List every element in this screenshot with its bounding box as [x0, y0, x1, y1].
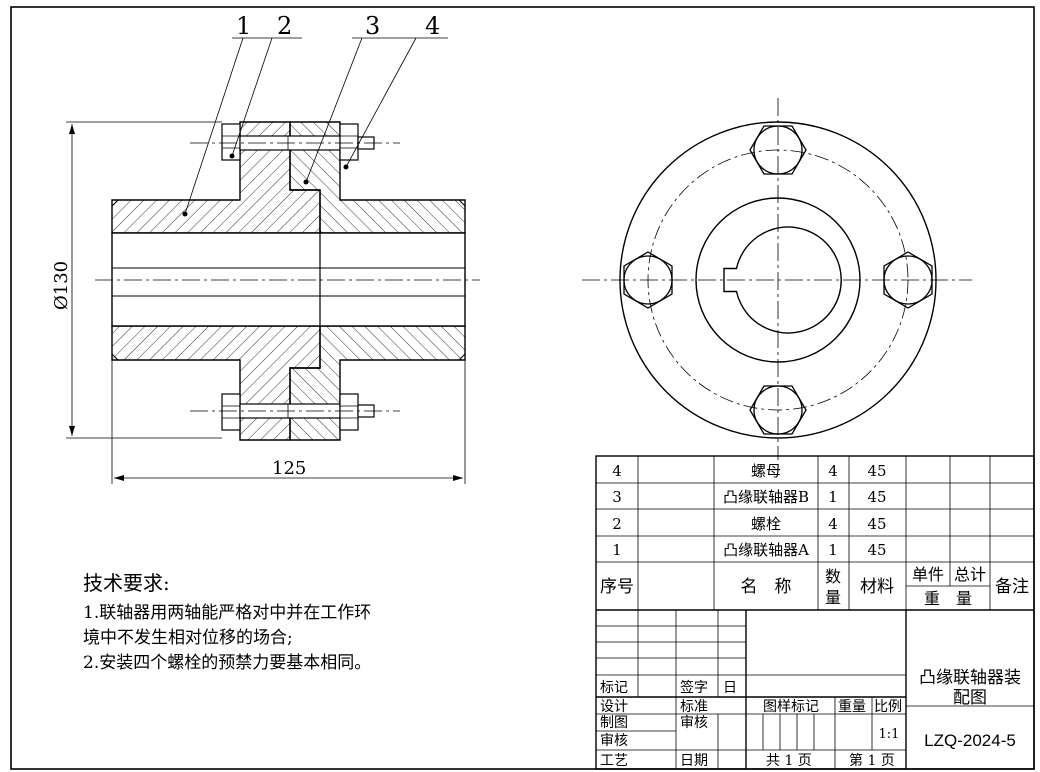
bom-row-4-material: 45 — [867, 541, 886, 559]
dimension-length — [111, 360, 466, 484]
side-view — [582, 98, 972, 460]
bom-row-1-qty: 4 — [828, 462, 838, 480]
tb-weight: 重量 — [838, 699, 866, 715]
bom-row-2-qty: 1 — [828, 488, 838, 506]
technical-requirements: 技术要求: 1.联轴器用两轴能严格对中并在工作环 境中不发生相对位移的场合; 2… — [83, 571, 371, 673]
tech-line-2: 境中不发生相对位移的场合; — [83, 628, 293, 648]
shaft-bore — [111, 232, 466, 327]
bom-header-qty-2: 量 — [825, 588, 841, 607]
tb-draw: 制图 — [600, 715, 628, 731]
tb-mark: 标记 — [600, 680, 628, 696]
nut-left — [623, 251, 673, 309]
balloon-2: 2 — [277, 12, 292, 40]
tb-review: 审核 — [680, 715, 708, 731]
tb-sample-mark: 图样标记 — [763, 699, 819, 715]
bom-row-3-material: 45 — [867, 515, 886, 533]
bom-row-4-no: 1 — [612, 541, 622, 559]
bom-header-weight: 重 量 — [924, 589, 972, 608]
bom-row-4-qty: 1 — [828, 541, 838, 559]
tb-drawing-no: LZQ-2024-5 — [924, 731, 1016, 750]
bom-header-remark: 备注 — [995, 577, 1029, 597]
tb-design: 设计 — [600, 699, 628, 715]
tb-day: 日 — [723, 680, 737, 696]
tb-sheets-total: 共 1 页 — [766, 753, 812, 769]
tb-review2: 审核 — [600, 733, 628, 749]
dimension-diameter — [66, 121, 222, 439]
tech-line-3: 2.安装四个螺栓的预禁力要基本相同。 — [83, 653, 371, 673]
balloon-4: 4 — [425, 12, 440, 40]
parts-list — [595, 455, 1035, 770]
bom-row-1-name: 螺母 — [751, 462, 781, 480]
balloon-1: 1 — [236, 12, 251, 40]
bom-row-3-qty: 4 — [828, 515, 838, 533]
keyed-bore — [723, 226, 842, 334]
bom-header-name: 名 称 — [741, 577, 792, 597]
tb-scale: 比例 — [874, 699, 902, 715]
drawing-frame — [10, 6, 1035, 770]
tb-date: 日期 — [680, 753, 708, 769]
tech-line-1: 1.联轴器用两轴能严格对中并在工作环 — [83, 603, 371, 623]
tb-title-line-2: 配图 — [953, 688, 987, 708]
bom-header-unit: 单件 — [912, 565, 944, 584]
title-block — [596, 610, 1034, 769]
nut-top — [749, 125, 807, 175]
bom-header-qty-1: 数 — [825, 567, 841, 586]
tb-sign: 签字 — [680, 679, 708, 696]
tb-scale-value: 1:1 — [879, 727, 900, 742]
bom-header-no: 序号 — [600, 577, 634, 597]
tb-title-line-1: 凸缘联轴器装 — [919, 668, 1021, 688]
bom-row-1-no: 4 — [612, 462, 622, 480]
bom-header-total: 总计 — [954, 565, 986, 584]
bom-header-material: 材料 — [860, 577, 894, 597]
bom-row-2-material: 45 — [867, 488, 886, 506]
tb-sheet-no: 第 1 页 — [849, 752, 895, 769]
tb-standard: 标准 — [680, 699, 708, 715]
balloon-3: 3 — [365, 12, 380, 40]
front-section-view — [66, 37, 480, 484]
bom-row-4-name: 凸缘联轴器A — [723, 541, 809, 559]
dimension-length-label: 125 — [272, 458, 306, 479]
leader-lines — [184, 37, 448, 215]
tech-heading: 技术要求: — [83, 571, 170, 595]
bom-row-3-name: 螺栓 — [751, 515, 781, 533]
dimension-diameter-label: Ø130 — [51, 261, 72, 310]
bom-row-2-no: 3 — [612, 488, 622, 506]
nut-right — [883, 251, 933, 309]
bom-row-2-name: 凸缘联轴器B — [723, 488, 809, 506]
tb-craft: 工艺 — [600, 753, 628, 769]
bom-row-1-material: 45 — [867, 462, 886, 480]
nut-bottom — [749, 385, 807, 435]
bom-row-3-no: 2 — [612, 515, 622, 533]
